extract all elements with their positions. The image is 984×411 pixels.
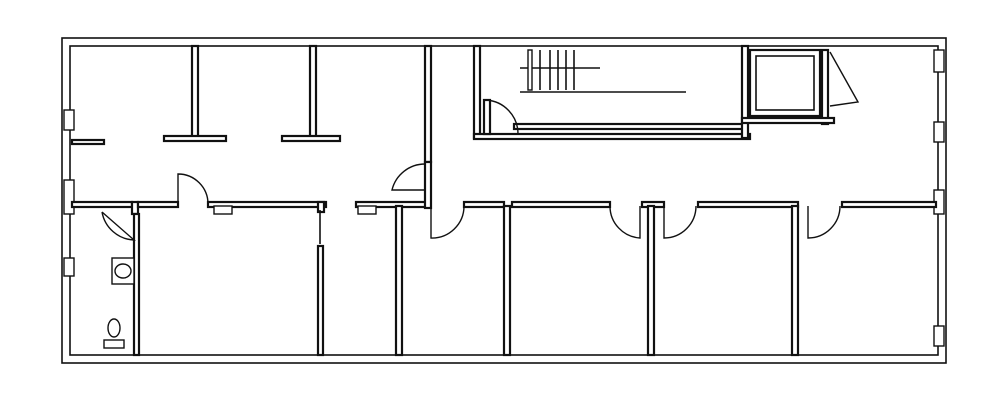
stair	[485, 49, 686, 135]
elevator-shaft	[748, 48, 822, 118]
stair-rail	[527, 49, 533, 91]
door-swing	[391, 163, 426, 191]
door-swing	[101, 211, 136, 241]
restroom-fixtures	[103, 257, 135, 349]
elevator-car	[755, 55, 815, 111]
exterior-wall-outer	[61, 37, 947, 364]
interior-wall	[206, 200, 328, 209]
window-jamb	[63, 109, 75, 131]
interior-wall	[70, 200, 134, 209]
core-wall	[472, 132, 752, 141]
office-wall	[790, 204, 800, 357]
partition-wall	[280, 134, 342, 143]
office-walls	[132, 204, 800, 357]
office-wall	[132, 212, 141, 357]
doors	[101, 163, 841, 241]
door-swing	[609, 205, 641, 239]
core-wall	[482, 98, 492, 136]
office-wall	[394, 204, 404, 357]
partition-wall	[162, 134, 228, 143]
interior-wall	[423, 160, 433, 210]
interior-wall	[840, 200, 938, 209]
sink-basin	[114, 263, 132, 279]
core-wall	[512, 122, 746, 131]
core-wall	[740, 44, 750, 140]
window-jamb	[933, 325, 945, 347]
interior-wall	[316, 200, 326, 214]
door-swing	[663, 205, 697, 239]
toilet	[107, 318, 121, 338]
window-jamb	[63, 179, 75, 215]
door-swing	[177, 173, 209, 205]
office-wall	[646, 204, 656, 357]
elevator-door-swing	[829, 51, 860, 107]
elevator	[740, 48, 860, 126]
office-wall	[502, 204, 512, 357]
toilet-tank	[103, 339, 125, 349]
window-jamb	[933, 121, 945, 143]
interior-wall	[510, 200, 612, 209]
partition-wall	[308, 44, 318, 140]
interior-wall	[136, 200, 180, 209]
column-block	[213, 205, 233, 215]
corridor-wall	[472, 44, 482, 140]
partition-wall	[190, 44, 200, 140]
corridor-walls	[423, 44, 752, 164]
door-swing	[430, 205, 465, 239]
workstation-partitions	[70, 44, 342, 146]
partition-wall	[70, 138, 106, 146]
door-swing	[485, 99, 519, 135]
interior-wall	[696, 200, 800, 209]
corridor-wall	[423, 44, 433, 164]
office-wall	[316, 244, 325, 357]
window-jamb	[63, 257, 75, 277]
window-jamb	[933, 49, 945, 73]
door-swing	[807, 205, 841, 239]
elevator-wall	[820, 48, 830, 126]
interior-walls	[70, 160, 938, 216]
column-block	[357, 205, 377, 215]
interior-wall	[462, 200, 506, 209]
elevator-wall	[740, 116, 836, 125]
